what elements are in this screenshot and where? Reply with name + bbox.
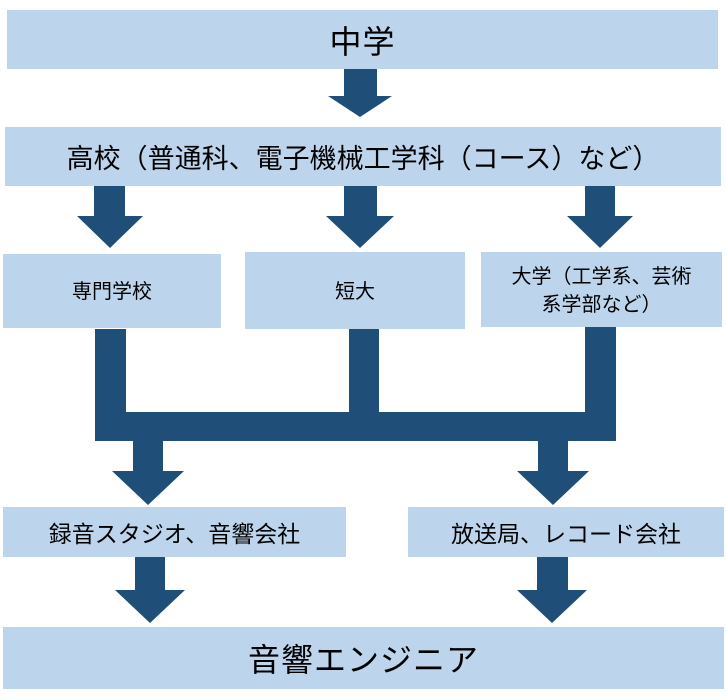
node-vocational-school-label: 専門学校 bbox=[72, 279, 152, 303]
arrow-broadcast-record-to-engineer bbox=[517, 557, 587, 623]
node-sound-engineer-label: 音響エンジニア bbox=[247, 641, 479, 679]
node-junior-college-label: 短大 bbox=[335, 278, 375, 303]
node-junior-college: 短大 bbox=[245, 252, 465, 329]
arrow-high-school-to-junior-college bbox=[326, 186, 394, 248]
node-junior-high-label: 中学 bbox=[329, 22, 396, 61]
arrow-high-school-to-university bbox=[567, 186, 633, 248]
merge-bar bbox=[95, 412, 616, 441]
node-university-label-line2: 系学部など） bbox=[541, 291, 662, 316]
node-sound-engineer: 音響エンジニア bbox=[3, 627, 724, 689]
node-broadcast-record-label: 放送局、レコード会社 bbox=[451, 522, 681, 548]
node-university-label-line1: 大学（工学系、芸術 bbox=[511, 263, 692, 288]
arrow-to-broadcast-record bbox=[517, 441, 589, 505]
node-junior-high: 中学 bbox=[7, 10, 718, 69]
arrow-to-recording-studio bbox=[112, 441, 184, 505]
arrow-recording-studio-to-engineer bbox=[115, 557, 185, 623]
node-recording-studio-label: 録音スタジオ、音響会社 bbox=[48, 522, 301, 548]
arrow-high-school-to-vocational bbox=[77, 186, 143, 248]
node-broadcast-record: 放送局、レコード会社 bbox=[408, 507, 724, 557]
node-university: 大学（工学系、芸術 系学部など） bbox=[481, 252, 722, 327]
node-vocational-school: 専門学校 bbox=[3, 254, 221, 328]
arrow-junior-high-to-high-school bbox=[328, 69, 392, 117]
node-high-school: 高校（普通科、電子機械工学科（コース）など） bbox=[5, 127, 721, 186]
merge-stem-junior-college bbox=[349, 329, 379, 415]
node-recording-studio: 録音スタジオ、音響会社 bbox=[3, 507, 346, 557]
node-high-school-label: 高校（普通科、電子機械工学科（コース）など） bbox=[66, 144, 660, 175]
